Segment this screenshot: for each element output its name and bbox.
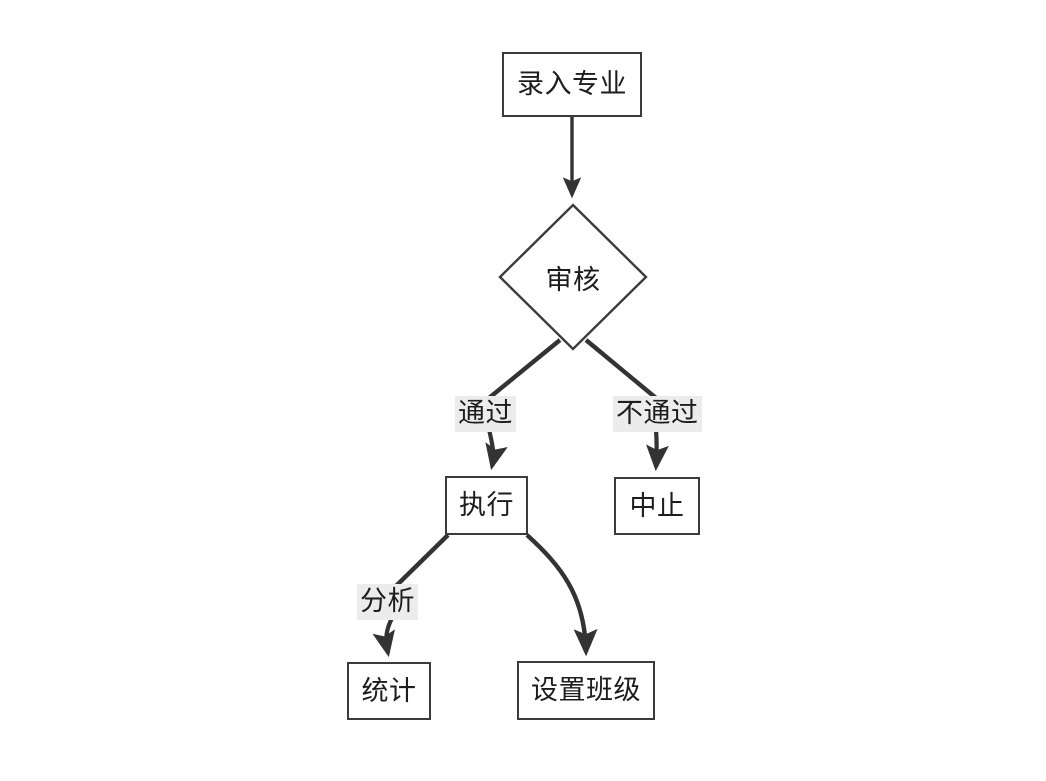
node-abort[interactable]: 中止 xyxy=(614,477,700,535)
node-review[interactable]: 审核 xyxy=(498,203,648,351)
edge-review-to-execute-tail xyxy=(485,428,508,471)
node-set-class-label: 设置班级 xyxy=(531,675,641,706)
node-execute-label: 执行 xyxy=(459,490,514,521)
edge-review-to-execute xyxy=(487,338,562,400)
node-execute[interactable]: 执行 xyxy=(445,476,528,535)
node-abort-label: 中止 xyxy=(629,490,685,522)
edge-review-to-abort-tail xyxy=(646,428,669,472)
node-enroll-major[interactable]: 录入专业 xyxy=(502,52,642,117)
edge-label-fail: 不通过 xyxy=(613,396,702,433)
edge-execute-to-stats-tail xyxy=(372,617,395,658)
edge-review-to-abort xyxy=(584,338,658,400)
edge-label-analyze: 分析 xyxy=(357,584,418,621)
edge-execute-to-setclass xyxy=(525,533,598,657)
node-statistics[interactable]: 统计 xyxy=(347,662,431,720)
diamond-shape xyxy=(498,203,648,351)
node-set-class[interactable]: 设置班级 xyxy=(517,661,655,720)
edge-label-pass: 通过 xyxy=(455,396,516,433)
edge-execute-to-stats xyxy=(394,533,450,588)
node-enroll-major-label: 录入专业 xyxy=(517,69,627,100)
node-statistics-label: 统计 xyxy=(361,675,417,707)
node-review-label: 审核 xyxy=(545,264,601,296)
